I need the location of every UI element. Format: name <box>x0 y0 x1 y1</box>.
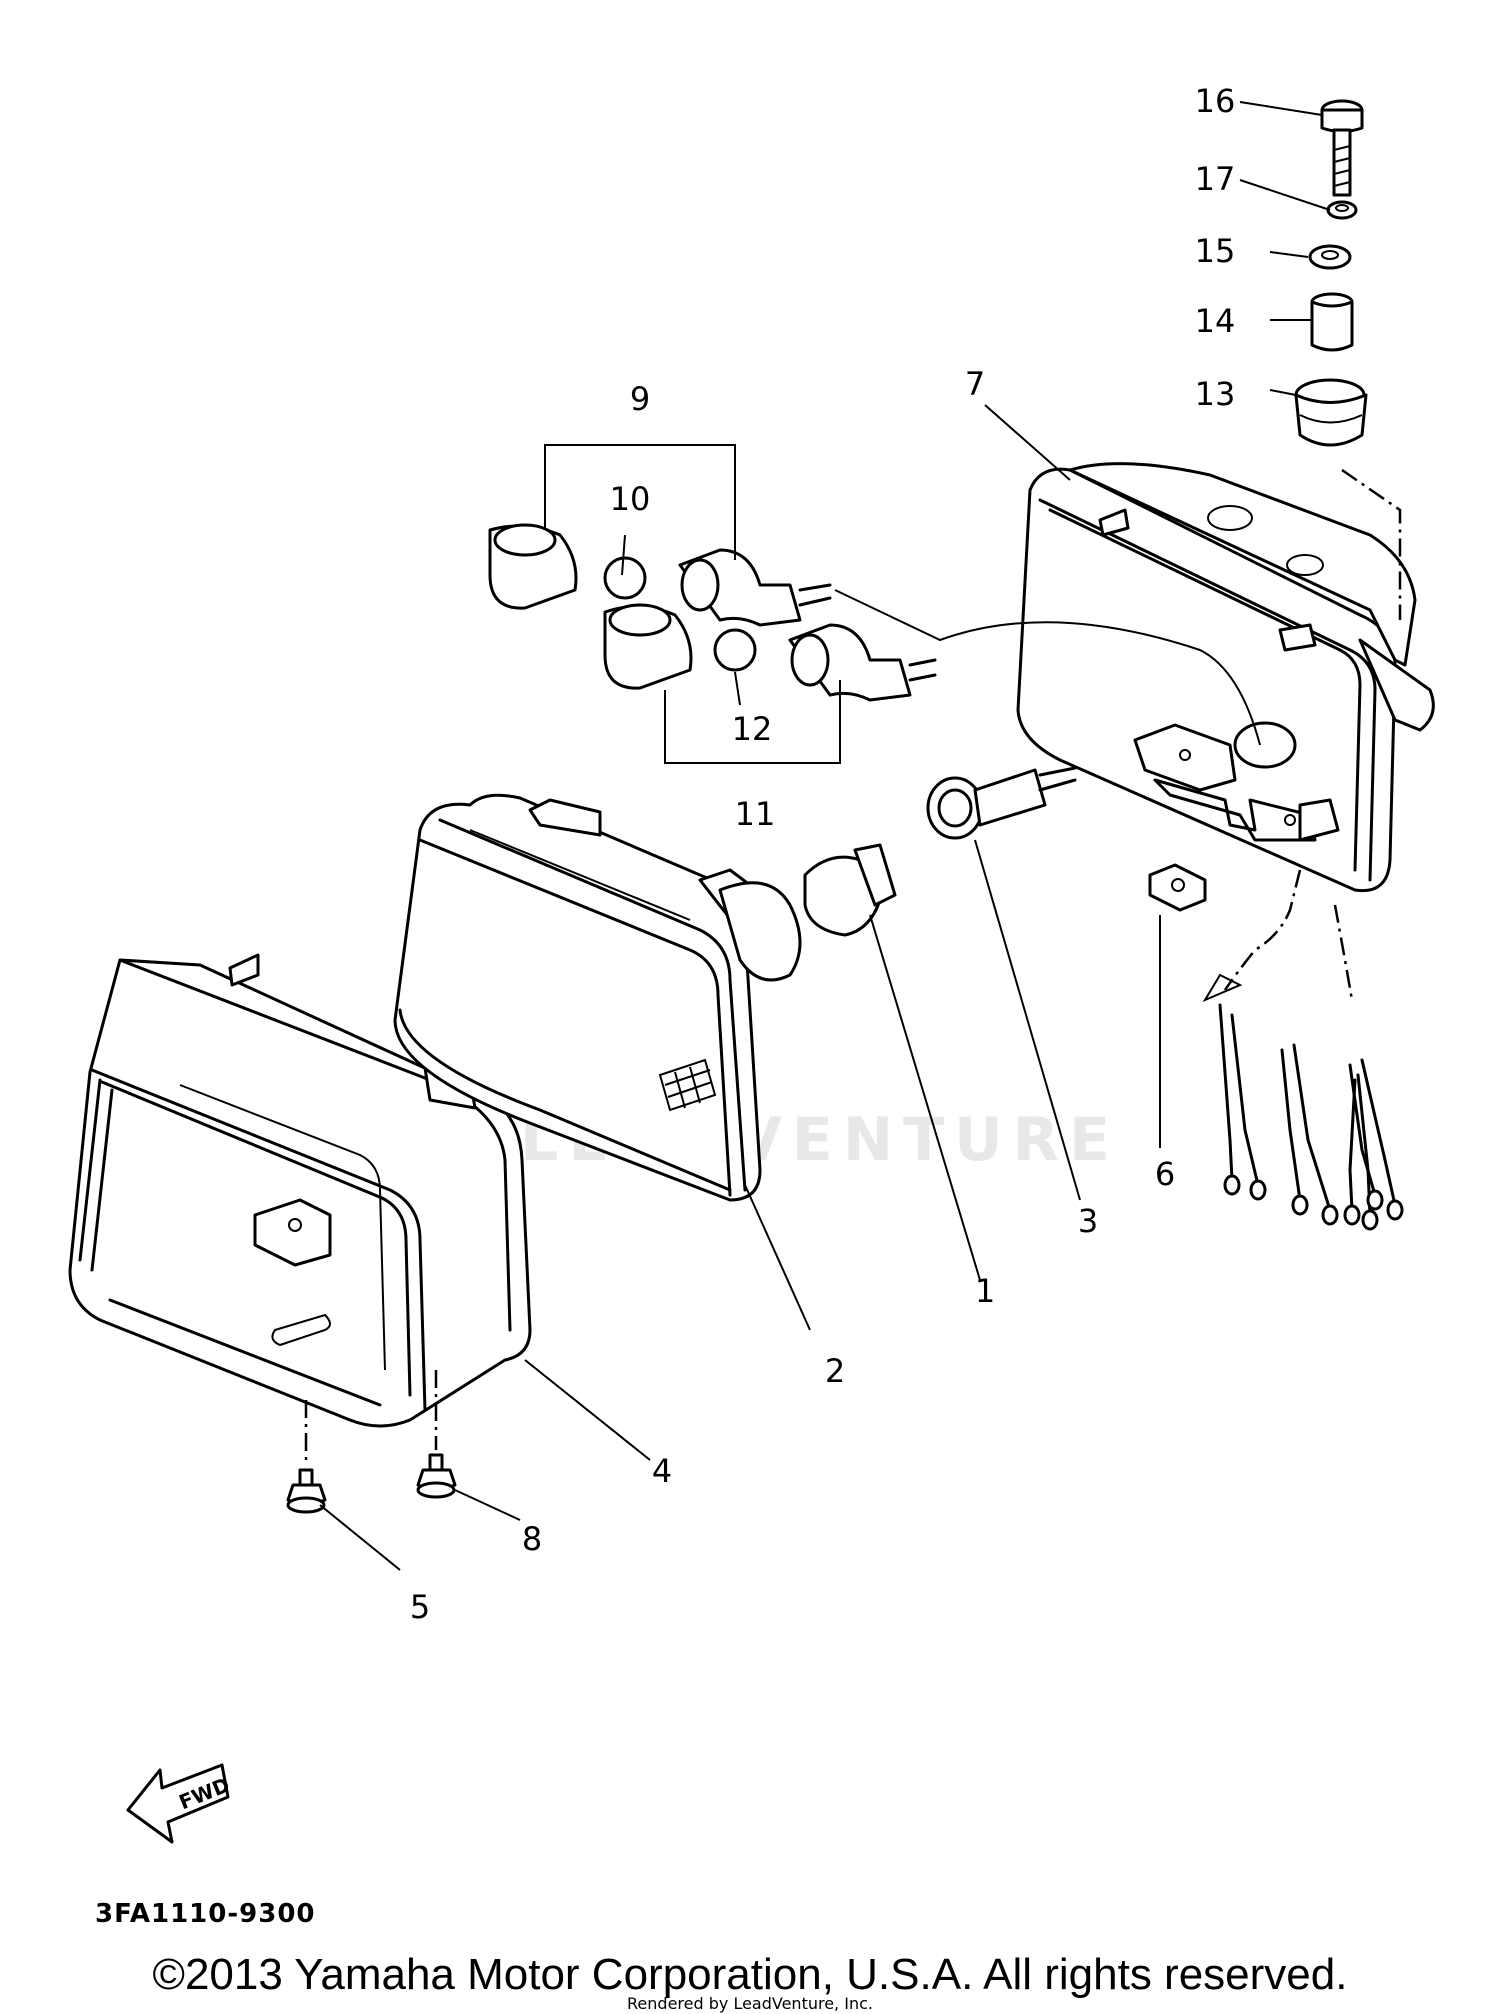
callout-15: 15 <box>1195 232 1236 270</box>
bulb-socket <box>926 766 1077 840</box>
screw-8 <box>416 1370 457 1499</box>
callout-2: 2 <box>825 1352 845 1390</box>
callout-4: 4 <box>652 1452 672 1490</box>
washer <box>1308 244 1352 270</box>
turn-signal-wire-lead <box>834 589 1261 746</box>
callout-8: 8 <box>522 1520 542 1558</box>
bulb-socket-assembly-upper <box>488 523 832 627</box>
bolt <box>1320 99 1364 197</box>
callout-7: 7 <box>965 365 985 403</box>
group-bracket-11 <box>664 680 841 764</box>
callout-13: 13 <box>1195 375 1236 413</box>
rendered-by-notice: Rendered by LeadVenture, Inc. <box>627 1994 873 2013</box>
headlight-rim <box>68 953 532 1428</box>
grommet <box>1294 378 1368 447</box>
callout-12: 12 <box>732 710 773 748</box>
fwd-arrow-icon: FWD <box>126 1763 233 1844</box>
callout-9: 9 <box>630 380 650 418</box>
leader-lines <box>319 101 1331 1571</box>
callout-16-17-a: 17 <box>1195 160 1236 198</box>
callout-1: 1 <box>975 1272 995 1310</box>
callout-14: 14 <box>1195 302 1236 340</box>
part-callouts: 1 2 3 4 5 6 7 8 9 10 11 12 13 14 15 17 1… <box>410 82 1236 1626</box>
drawing-number: 3FA1110-9300 <box>95 1899 316 1929</box>
callout-5: 5 <box>410 1588 430 1626</box>
callout-16: 16 <box>1195 82 1236 120</box>
clip-nut <box>1148 863 1207 912</box>
callout-6: 6 <box>1155 1155 1175 1193</box>
lock-washer <box>1326 200 1358 220</box>
callout-3: 3 <box>1078 1202 1098 1240</box>
collar <box>1310 292 1354 352</box>
callout-11: 11 <box>735 795 776 833</box>
headlight-lens-pattern <box>658 1058 717 1112</box>
wire-harness <box>1202 869 1404 1231</box>
headlight-unit <box>393 793 802 1202</box>
callout-10: 10 <box>610 480 651 518</box>
copyright-notice: ©2013 Yamaha Motor Corporation, U.S.A. A… <box>152 1950 1348 1999</box>
headlight-housing <box>1016 462 1435 893</box>
headlight-bulb <box>803 843 897 937</box>
screw-5 <box>286 1400 327 1514</box>
mount-centerline <box>1341 468 1402 620</box>
bulb-socket-assembly-lower <box>603 603 937 702</box>
group-bracket-9 <box>544 444 736 560</box>
